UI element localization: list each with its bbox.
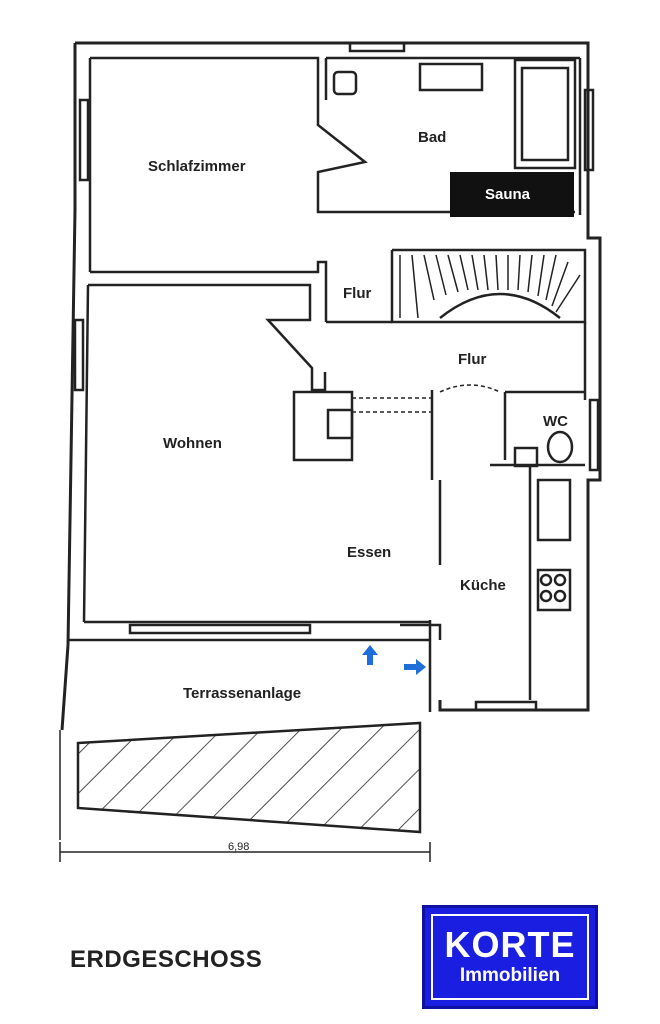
arrow-right-icon — [404, 659, 426, 675]
arrow-up-icon — [362, 645, 378, 665]
room-label-kueche: Küche — [460, 577, 506, 594]
room-label-flur-lower: Flur — [458, 351, 486, 368]
entrance-dashed — [352, 384, 501, 413]
logo-frame — [431, 914, 589, 1000]
dimension-label: 6,98 — [228, 841, 249, 853]
staircase — [399, 254, 581, 319]
room-label-schlafzimmer: Schlafzimmer — [148, 158, 246, 175]
room-label-wohnen: Wohnen — [163, 435, 222, 452]
inner-walls — [68, 41, 600, 712]
hatched-area — [76, 721, 422, 834]
korte-logo: KORTE Immobilien — [422, 905, 598, 1009]
logo-sub-text: Immobilien — [459, 965, 561, 986]
outer-walls — [60, 41, 602, 731]
floor-title: ERDGESCHOSS — [70, 946, 263, 973]
floor-plan: Schlafzimmer Bad Sauna Flur Flur WC Wohn… — [59, 41, 602, 862]
dimension-line — [59, 730, 431, 862]
room-label-sauna: Sauna — [485, 186, 531, 203]
room-label-bad: Bad — [418, 129, 446, 146]
room-label-essen: Essen — [347, 544, 391, 561]
sauna-block — [450, 172, 574, 217]
room-label-flur-upper: Flur — [343, 285, 371, 302]
room-label-wc: WC — [543, 413, 568, 430]
logo-main-text: KORTE — [444, 924, 576, 965]
room-label-terrasse: Terrassenanlage — [183, 685, 301, 702]
